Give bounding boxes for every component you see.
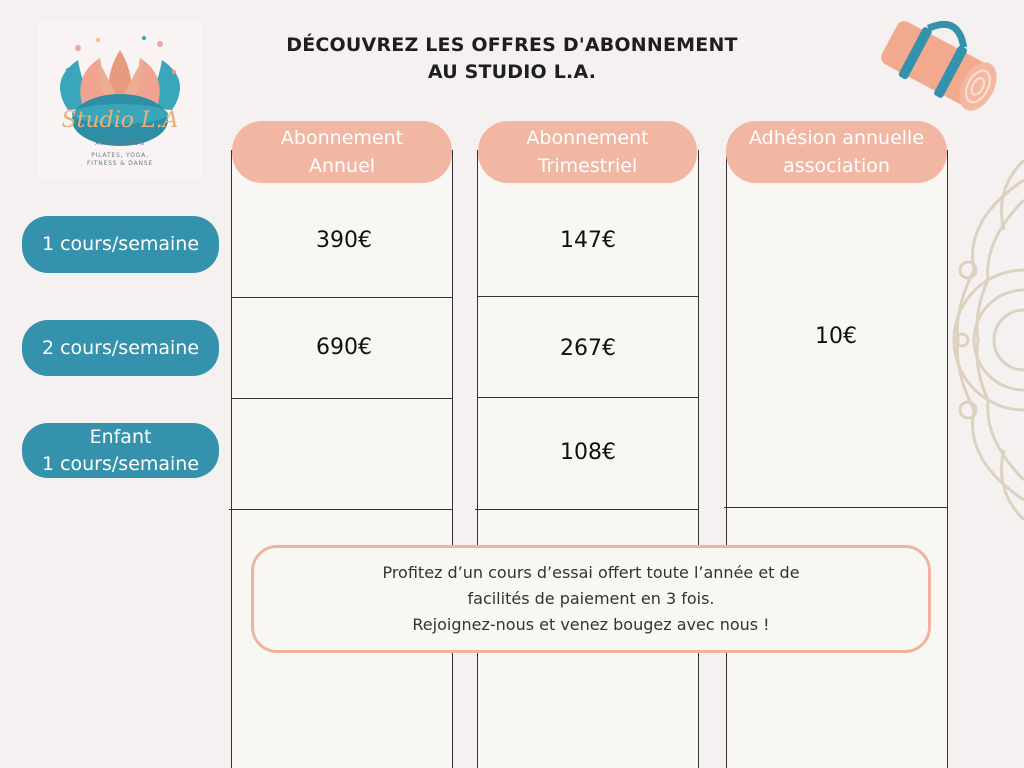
page-title-line-2: AU STUDIO L.A. <box>427 61 597 83</box>
column-annual <box>231 150 453 768</box>
row-divider <box>231 297 452 298</box>
price-quarterly-1: 147€ <box>560 228 616 253</box>
price-annual-2: 690€ <box>316 335 372 360</box>
mandala-decoration-icon <box>952 160 1024 520</box>
price-annual-1: 390€ <box>316 228 372 253</box>
logo-tagline-1: PILATES, YOGA, <box>91 152 149 159</box>
row-label-text: Enfant <box>89 425 152 448</box>
column-header-line-2: association <box>783 155 890 177</box>
info-note-line-1: Profitez d’un cours d’essai offert toute… <box>382 563 800 582</box>
info-note-line-2: facilités de paiement en 3 fois. <box>467 589 715 608</box>
logo-association-text: ASSOCIATION <box>95 140 145 147</box>
row-label-child: Enfant 1 cours/semaine <box>22 423 219 478</box>
info-note: Profitez d’un cours d’essai offert toute… <box>251 545 931 653</box>
row-label-text: 2 cours/semaine <box>41 336 200 359</box>
column-header-line-2: Annuel <box>308 155 376 177</box>
studio-logo: Studio L.A ASSOCIATION PILATES, YOGA, FI… <box>38 20 202 178</box>
page-title-line-1: DÉCOUVREZ LES OFFRES D'ABONNEMENT <box>286 34 738 56</box>
column-header-line-1: Adhésion annuelle <box>748 127 925 149</box>
logo-tagline-2: FITNESS & DANSE <box>87 160 153 167</box>
column-header-line-1: Abonnement <box>280 127 404 149</box>
page-title: DÉCOUVREZ LES OFFRES D'ABONNEMENT AU STU… <box>0 32 1024 86</box>
row-label-text: 1 cours/semaine <box>41 452 200 475</box>
row-divider <box>229 509 452 510</box>
info-note-line-3: Rejoignez-nous et venez bougez avec nous… <box>412 615 770 634</box>
price-quarterly-child: 108€ <box>560 440 616 465</box>
row-divider <box>477 296 698 297</box>
row-divider <box>477 397 698 398</box>
column-quarterly <box>477 150 699 768</box>
yoga-mat-icon <box>881 20 997 111</box>
column-header-membership: Adhésion annuelle association <box>726 121 947 183</box>
lotus-logo-icon <box>60 36 180 146</box>
row-label-text: 1 cours/semaine <box>41 233 200 255</box>
logo-brand-text: Studio L.A <box>61 108 179 133</box>
column-membership <box>726 150 948 768</box>
row-divider <box>475 509 698 510</box>
price-quarterly-2: 267€ <box>560 336 616 361</box>
column-header-line-1: Abonnement <box>526 127 649 149</box>
row-label-one-class: 1 cours/semaine <box>22 216 219 273</box>
row-divider <box>231 398 452 399</box>
price-membership: 10€ <box>815 324 857 349</box>
column-header-annual: Abonnement Annuel <box>232 121 452 183</box>
column-header-quarterly: Abonnement Trimestriel <box>478 121 697 183</box>
row-label-two-classes: 2 cours/semaine <box>22 320 219 376</box>
row-divider <box>724 507 947 508</box>
column-header-line-2: Trimestriel <box>537 155 638 177</box>
